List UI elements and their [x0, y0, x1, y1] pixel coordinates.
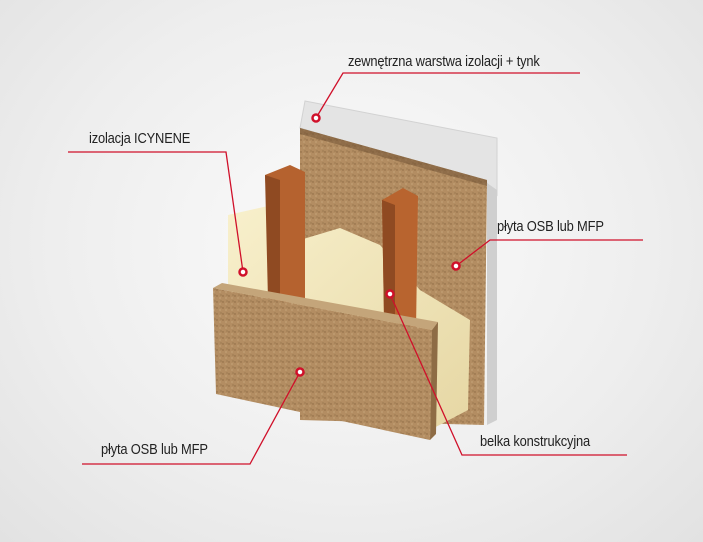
marker-dot [311, 113, 321, 123]
marker-dot [295, 367, 305, 377]
front-osb-board [213, 283, 438, 330]
label-icynene: izolacja ICYNENE [89, 130, 191, 147]
label-osb-right: płyta OSB lub MFP [497, 218, 604, 235]
right-beam [382, 188, 418, 330]
leader-lines [68, 72, 643, 465]
marker-dot [238, 267, 248, 277]
marker-dot [385, 289, 395, 299]
marker-dot [451, 261, 461, 271]
left-beam [265, 165, 305, 305]
label-outer-insulation: zewnętrzna warstwa izolacji + tynk [348, 53, 540, 70]
label-beam: belka konstrukcyjna [480, 433, 591, 450]
label-osb-left: płyta OSB lub MFP [101, 441, 208, 458]
